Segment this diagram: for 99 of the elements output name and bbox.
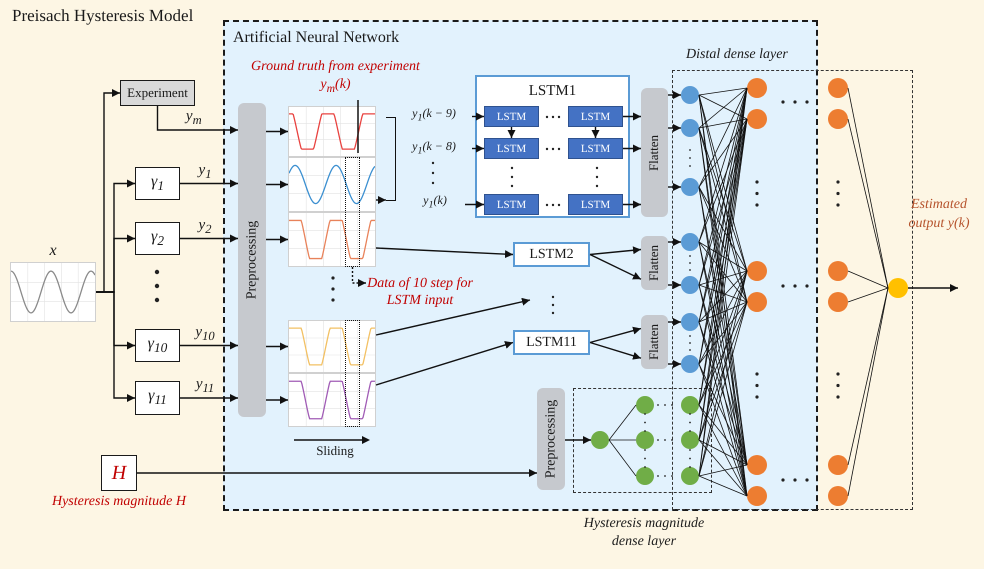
operator-box xyxy=(135,167,180,200)
arrow xyxy=(465,200,484,208)
connection-line xyxy=(608,404,636,440)
preprocessing-block xyxy=(537,388,565,490)
connection-line xyxy=(698,464,748,476)
connection-line xyxy=(608,440,636,476)
neuron-circle xyxy=(888,278,908,298)
arrow xyxy=(590,342,642,360)
connection-line xyxy=(698,476,748,496)
cell-label: LSTM xyxy=(496,110,526,122)
connection-line xyxy=(698,94,748,120)
arrow xyxy=(908,284,958,292)
connection-line xyxy=(698,88,748,96)
operator-box xyxy=(135,329,180,362)
arrow xyxy=(590,326,642,344)
connection-line xyxy=(698,88,748,188)
block-label: Preprocessing xyxy=(543,400,559,478)
cell-label: LSTM xyxy=(580,198,610,210)
connection-line xyxy=(698,242,748,302)
arrow xyxy=(180,394,238,402)
connection-line xyxy=(698,364,748,466)
arrow xyxy=(668,281,681,289)
waveform-plot xyxy=(288,320,376,373)
block-label: Flatten xyxy=(646,244,662,282)
neuron-circle xyxy=(636,467,654,485)
lstm-box xyxy=(513,330,590,355)
operator-box xyxy=(135,381,180,415)
layer-caption: Distal dense layer xyxy=(686,47,789,63)
arrow xyxy=(623,200,641,208)
arrow xyxy=(376,247,514,258)
connection-line xyxy=(698,118,748,242)
variable-label: x xyxy=(49,242,57,260)
arrow xyxy=(266,128,288,136)
connection-line xyxy=(698,302,748,406)
input-label: y$_{1}$(k − 9) xyxy=(412,106,456,124)
direction-label: Sliding xyxy=(315,443,355,459)
arrow xyxy=(668,124,681,132)
bracket xyxy=(386,117,396,201)
neuron-circle xyxy=(591,431,609,449)
arrow xyxy=(266,396,288,404)
panel-title: LSTM1 xyxy=(528,83,576,100)
connection-line xyxy=(698,404,748,496)
arrow xyxy=(376,341,514,386)
connection-line xyxy=(698,270,748,364)
connection-line xyxy=(848,270,888,288)
layer-caption: Hysteresis magnitude dense layer xyxy=(582,515,706,552)
neuron-circle xyxy=(828,109,848,129)
lstm-cell xyxy=(484,194,539,215)
connection-line xyxy=(698,440,748,466)
arrow xyxy=(137,469,537,477)
arrow xyxy=(180,342,238,350)
arrow xyxy=(266,342,288,350)
waveform-plot xyxy=(288,157,376,212)
flatten-block xyxy=(641,88,668,217)
neuron-circle xyxy=(636,431,654,449)
lstm-cell xyxy=(484,106,539,127)
arrow xyxy=(668,91,681,99)
input-label: y$_{1}$(k) xyxy=(423,193,447,211)
connection-line xyxy=(698,186,748,272)
arrow xyxy=(623,144,641,152)
connection-line xyxy=(848,118,888,288)
arrow xyxy=(266,180,288,188)
cell-label: LSTM xyxy=(496,198,526,210)
arrow xyxy=(565,436,591,444)
box-label: H xyxy=(112,462,126,484)
connection-line xyxy=(698,302,748,322)
arrow xyxy=(180,234,238,242)
connection-line xyxy=(698,302,748,364)
connection-line xyxy=(698,270,748,286)
connection-line xyxy=(698,270,748,406)
block-label: Preprocessing xyxy=(244,220,260,300)
arrow xyxy=(592,127,600,138)
neuron-circle xyxy=(636,396,654,414)
connection-line xyxy=(698,270,748,440)
arrow xyxy=(668,318,681,326)
arrow xyxy=(376,298,530,336)
connection-line xyxy=(698,118,748,188)
connection-line xyxy=(698,270,748,322)
box-label: Experiment xyxy=(127,85,188,101)
box-label: γ$_{2}$ xyxy=(151,228,164,250)
block-label: Flatten xyxy=(646,134,662,171)
box-label: γ$_{11}$ xyxy=(148,387,167,409)
box-label: γ$_{10}$ xyxy=(148,334,168,356)
input-label: y$_{1}$(k − 8) xyxy=(412,139,456,157)
annotation-text: Estimated output y(k) xyxy=(908,196,970,233)
arrow xyxy=(472,144,484,152)
sliding-window xyxy=(345,320,360,427)
connection-line xyxy=(848,288,888,302)
connection-line xyxy=(698,440,748,496)
panel-title: Artificial Neural Network xyxy=(233,29,400,47)
box-label: LSTM11 xyxy=(526,334,577,350)
arrow xyxy=(352,267,366,287)
arrow xyxy=(668,183,681,191)
box-label: LSTM2 xyxy=(529,246,574,262)
operator-box xyxy=(135,222,180,255)
node-caption: Hysteresis magnitude H xyxy=(52,494,186,510)
neuron-circle xyxy=(828,261,848,281)
lstm-cell xyxy=(568,138,623,159)
lstm-cell xyxy=(568,106,623,127)
